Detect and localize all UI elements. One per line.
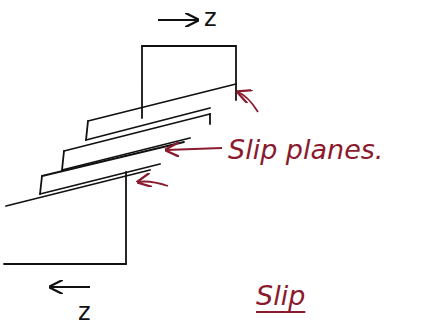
caption-label: Slip	[256, 282, 305, 309]
crystal-block	[4, 46, 236, 264]
shear-arrow	[158, 19, 198, 21]
shear-arrow	[50, 286, 90, 288]
leader-arrow	[166, 148, 222, 150]
axis-label: z	[78, 300, 91, 324]
axis-label: z	[204, 6, 217, 30]
slip-planes-label: Slip planes.	[228, 136, 383, 163]
leader-arrow	[138, 182, 168, 187]
leader-arrow	[238, 92, 258, 112]
